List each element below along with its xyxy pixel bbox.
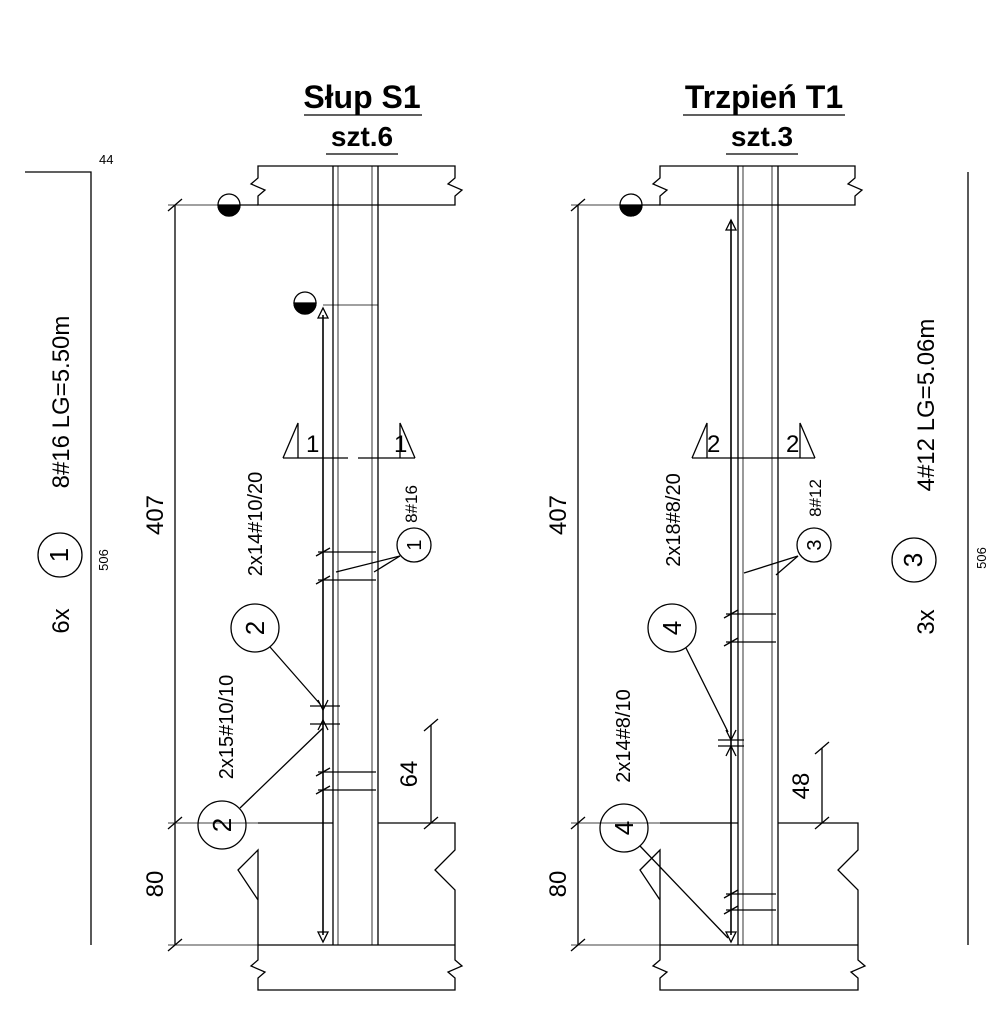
- column-s1: Słup S1 szt.6 1 1: [25, 79, 464, 991]
- bottom-slab-t1: [651, 945, 867, 991]
- top-slab-s1: [249, 165, 464, 206]
- title-s1-qty: szt.6: [331, 121, 393, 152]
- schedule-count-s1: 6x: [48, 608, 75, 633]
- stirrup-mark-upper-t1: [647, 603, 697, 653]
- bar-mark-label-s1: 1: [404, 539, 426, 550]
- column-t1: Trzpień T1 szt.3 2 2: [570, 79, 969, 991]
- top-slab-t1: [651, 165, 864, 206]
- stirrup-mark-label-lower-t1: 4: [609, 821, 639, 835]
- section-label-right-t1: 2: [786, 431, 799, 458]
- schedule-length-t1: 506: [974, 547, 986, 569]
- bar-desc-s1: 8#16: [402, 485, 421, 523]
- dim-lap-t1: 48: [788, 773, 815, 800]
- schedule-mark-t1: 3: [898, 553, 928, 567]
- dim-height-s1: 407: [142, 495, 169, 535]
- dim-lap-s1: 64: [396, 761, 423, 788]
- section-mark-left-1: [282, 422, 299, 459]
- stirrup-mark-label-upper-s1: 2: [240, 621, 270, 635]
- foundation-s1: [237, 822, 456, 945]
- hook-length-s1: 44: [99, 152, 113, 167]
- dim-base-s1: 80: [142, 871, 169, 898]
- section-label-right-s1: 1: [394, 431, 407, 458]
- bottom-slab-s1: [249, 945, 464, 991]
- schedule-mark-s1: 1: [44, 548, 74, 562]
- bar-mark-label-t1: 3: [804, 539, 826, 550]
- title-s1-name: Słup S1: [303, 79, 420, 115]
- bar-mark-circle-s1: [396, 527, 432, 563]
- schedule-desc-t1: 4#12 LG=5.06m: [913, 319, 940, 492]
- stirrup-mark-upper-s1: [230, 603, 280, 653]
- schedule-mark-circle-t1: [891, 537, 937, 583]
- stirrup-desc-upper-s1: 2x14#10/20: [245, 472, 267, 577]
- stirrup-desc-lower-t1: 2x14#8/10: [613, 689, 635, 782]
- bar-schedule-shape-s1: [25, 171, 92, 945]
- stirrup-desc-lower-s1: 2x15#10/10: [216, 675, 238, 780]
- stirrup-mark-label-upper-t1: 4: [657, 621, 687, 635]
- bar-desc-t1: 8#12: [806, 479, 825, 517]
- section-mark-right-1: [399, 422, 416, 459]
- stirrup-mark-lower-s1: [197, 800, 247, 850]
- dim-base-t1: 80: [545, 871, 572, 898]
- schedule-count-t1: 3x: [913, 609, 940, 634]
- foundation-t1: [639, 822, 859, 945]
- title-t1-qty: szt.3: [731, 121, 793, 152]
- stirrup-mark-lower-t1: [599, 803, 649, 853]
- schedule-mark-circle-s1: [37, 532, 83, 578]
- title-t1-name: Trzpień T1: [685, 79, 843, 115]
- dim-height-t1: 407: [545, 495, 572, 535]
- stirrup-desc-upper-t1: 2x18#8/20: [663, 473, 685, 566]
- stirrup-mark-label-lower-s1: 2: [207, 818, 237, 832]
- section-mark-left-2: [691, 422, 708, 459]
- section-label-left-s1: 1: [306, 431, 319, 458]
- schedule-desc-s1: 8#16 LG=5.50m: [48, 316, 75, 489]
- section-label-left-t1: 2: [707, 431, 720, 458]
- bar-mark-circle-t1: [796, 527, 832, 563]
- schedule-length-s1: 506: [96, 549, 111, 571]
- section-mark-right-2: [799, 422, 816, 459]
